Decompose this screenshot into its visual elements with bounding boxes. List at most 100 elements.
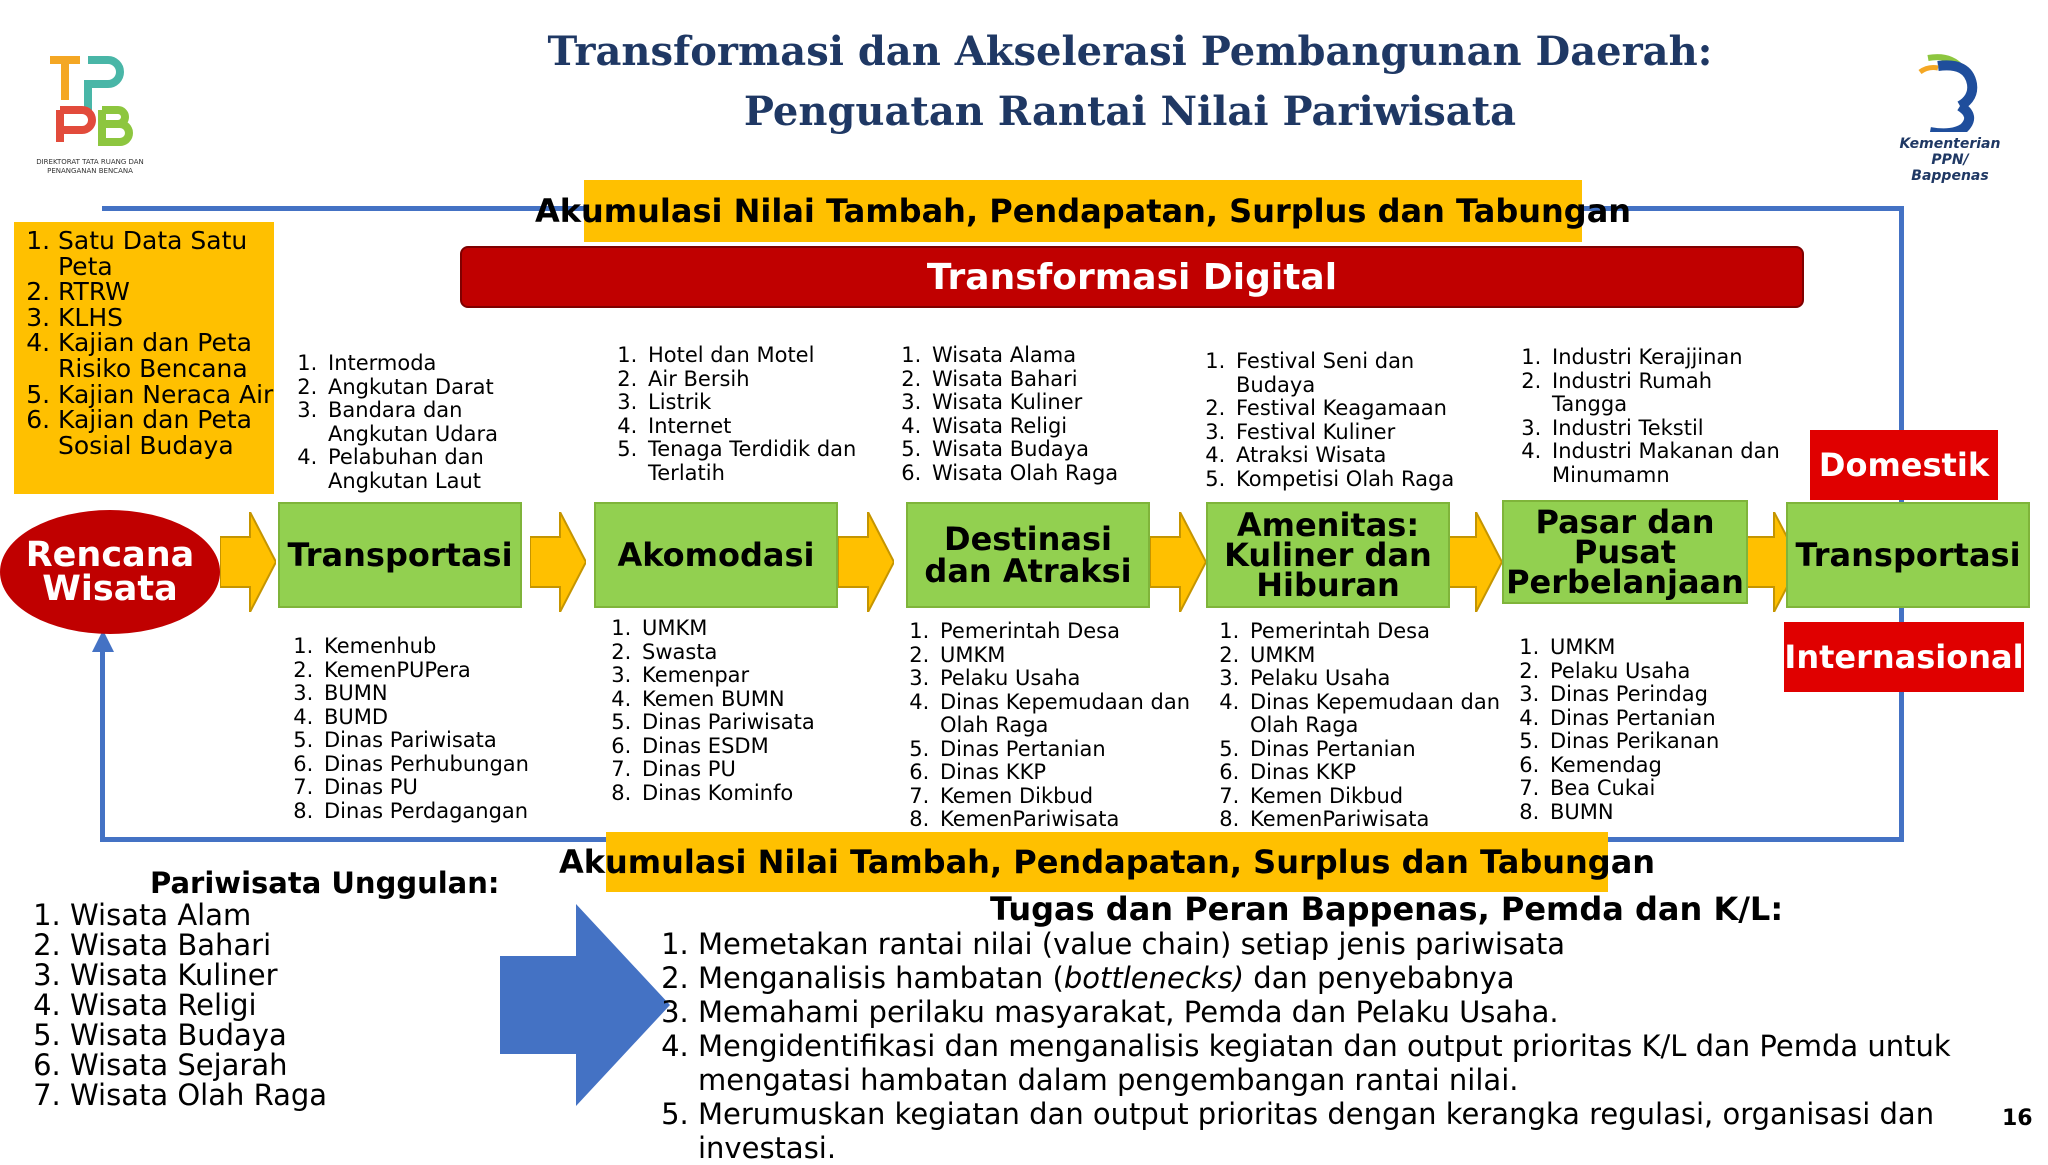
list-item: Dinas PU [638, 757, 864, 782]
list-item: Industri Kerajjinan [1548, 345, 1784, 370]
list-item: UMKM [638, 616, 864, 641]
big-blue-arrow-icon [500, 904, 670, 1106]
list-item: Angkutan Darat [324, 375, 550, 400]
list-item: Dinas Pertanian [1246, 737, 1502, 762]
bappenas-caption-1: Kementerian PPN/ [1899, 136, 2001, 168]
top-list-destinasi: Wisata Alama Wisata Bahari Wisata Kuline… [894, 343, 1154, 485]
logo-caption-2: PENANGANAN BENCANA [47, 167, 133, 175]
list-item: Wisata Bahari [70, 930, 430, 960]
list-item: Wisata Religi [70, 990, 430, 1020]
list-item: Menganalisis hambatan (bottlenecks) dan … [698, 961, 2010, 995]
list-item: Wisata Kuliner [70, 960, 430, 990]
flow-arrow-icon [1446, 512, 1502, 612]
list-item: Dinas Perikanan [1546, 729, 1772, 754]
list-item: KLHS [58, 305, 274, 331]
list-item: Pemerintah Desa [1246, 619, 1502, 644]
stage-destinasi: Destinasi dan Atraksi [906, 502, 1150, 608]
list-item: Kompetisi Olah Raga [1232, 467, 1498, 492]
list-item: Kajian dan Peta Sosial Budaya [58, 407, 274, 458]
stage-label-line2: Kuliner dan [1224, 536, 1432, 574]
list-item: Kajian Neraca Air [58, 381, 274, 408]
list-item: Festival Keagamaan [1232, 396, 1498, 421]
list-item: Merumuskan kegiatan dan output prioritas… [698, 1097, 2010, 1165]
list-item: KemenPariwisata [936, 807, 1192, 832]
list-item: Bandara dan Angkutan Udara [324, 398, 550, 446]
page-title-line1: Transformasi dan Akselerasi Pembangunan … [547, 28, 1713, 75]
list-item: RTRW [58, 279, 274, 305]
top-list-pasar: Industri Kerajjinan Industri Rumah Tangg… [1514, 345, 1784, 487]
trpb-logo-mark [50, 56, 133, 146]
list-item: Memahami perilaku masyarakat, Pemda dan … [698, 995, 2010, 1029]
list-item: Tenaga Terdidik dan Terlatih [644, 437, 880, 485]
stage-akomodasi: Akomodasi [594, 502, 838, 608]
list-item: Dinas Pertanian [936, 737, 1192, 762]
list-item: Pelabuhan dan Angkutan Laut [324, 445, 550, 493]
bottom-list-destinasi: Pemerintah Desa UMKM Pelaku Usaha Dinas … [902, 619, 1192, 832]
list-item: Festival Seni dan Budaya [1232, 349, 1498, 397]
list-item: Kemendag [1546, 753, 1772, 778]
list-item: Wisata Alama [928, 343, 1154, 368]
page-title-line2: Penguatan Rantai Nilai Pariwisata [743, 88, 1517, 135]
list-item-text-prefix: Menganalisis hambatan ( [698, 961, 1064, 995]
list-item: Atraksi Wisata [1232, 443, 1498, 468]
unggulan-list: Wisata Alam Wisata Bahari Wisata Kuliner… [10, 900, 430, 1110]
market-internasional: Internasional [1784, 622, 2024, 692]
list-item: Wisata Olah Raga [70, 1080, 430, 1110]
list-item: Hotel dan Motel [644, 343, 880, 368]
unggulan-heading: Pariwisata Unggulan: [150, 866, 500, 900]
list-item: Pelaku Usaha [1246, 666, 1502, 691]
trpb-logo: DIREKTORAT TATA RUANG DAN PENANGANAN BEN… [30, 50, 150, 175]
list-item: Wisata Sejarah [70, 1050, 430, 1080]
list-item: Dinas KKP [936, 760, 1192, 785]
flow-arrow-icon [1150, 512, 1206, 612]
list-item: UMKM [936, 643, 1192, 668]
list-item: Kemen BUMN [638, 687, 864, 712]
list-item: Wisata Bahari [928, 367, 1154, 392]
transformasi-digital-bar: Transformasi Digital [460, 246, 1804, 308]
banner-akumulasi-bottom: Akumulasi Nilai Tambah, Pendapatan, Surp… [559, 832, 1655, 892]
loop-line-left [100, 648, 105, 842]
rencana-wisata-line1: Rencana [25, 535, 195, 575]
list-item: Pelaku Usaha [936, 666, 1192, 691]
bottom-list-amenitas: Pemerintah Desa UMKM Pelaku Usaha Dinas … [1212, 619, 1502, 832]
stage-label-line1: Amenitas: [1236, 506, 1420, 544]
list-item: Dinas KKP [1246, 760, 1502, 785]
list-item: Dinas Perdagangan [320, 799, 576, 824]
list-item: UMKM [1546, 635, 1772, 660]
stage-label-line1: Destinasi [944, 520, 1112, 558]
stage-amenitas: Amenitas: Kuliner dan Hiburan [1206, 502, 1450, 608]
list-item: Kemenpar [638, 663, 864, 688]
list-item: Intermoda [324, 351, 550, 376]
rencana-wisata-node: Rencana Wisata [0, 510, 220, 634]
list-item: KemenPUPera [320, 658, 576, 683]
bappenas-logo: Kementerian PPN/ Bappenas [1880, 50, 2020, 184]
stage-label: Akomodasi [617, 536, 815, 574]
list-item: Wisata Budaya [70, 1020, 430, 1050]
list-item: Kemen Dikbud [1246, 784, 1502, 809]
top-list-amenitas: Festival Seni dan Budaya Festival Keagam… [1198, 349, 1498, 492]
bottom-list-akomodasi: UMKM Swasta Kemenpar Kemen BUMN Dinas Pa… [604, 616, 864, 806]
flow-arrow-icon [838, 512, 894, 612]
list-item: Dinas Kepemudaan dan Olah Raga [936, 690, 1192, 738]
list-item-text-italic: bottlenecks) [1063, 961, 1245, 995]
list-item: Wisata Religi [928, 414, 1154, 439]
bottom-list-transportasi: Kemenhub KemenPUPera BUMN BUMD Dinas Par… [286, 634, 576, 824]
list-item: KemenPariwisata [1246, 807, 1502, 832]
list-item: Bea Cukai [1546, 776, 1772, 801]
list-item: Pelaku Usaha [1546, 659, 1772, 684]
list-item: Dinas Perhubungan [320, 752, 576, 777]
stage-label-line3: Hiburan [1256, 566, 1400, 604]
bappenas-logo-mark [1918, 54, 1978, 139]
list-item: Air Bersih [644, 367, 880, 392]
rencana-wisata-line2: Wisata [42, 569, 178, 609]
market-domestik: Domestik [1810, 430, 1998, 500]
loop-arrowhead-up-icon [92, 630, 114, 652]
list-item-text-suffix: dan penyebabnya [1244, 961, 1515, 995]
list-item: Listrik [644, 390, 880, 415]
top-list-transportasi: Intermoda Angkutan Darat Bandara dan Ang… [290, 351, 550, 493]
list-item: Dinas Perindag [1546, 682, 1772, 707]
stage-transportasi-akhir: Transportasi [1786, 502, 2030, 608]
list-item: Dinas Kominfo [638, 781, 864, 806]
bottom-list-pasar: UMKM Pelaku Usaha Dinas Perindag Dinas P… [1512, 635, 1772, 824]
list-item: Pemerintah Desa [936, 619, 1192, 644]
